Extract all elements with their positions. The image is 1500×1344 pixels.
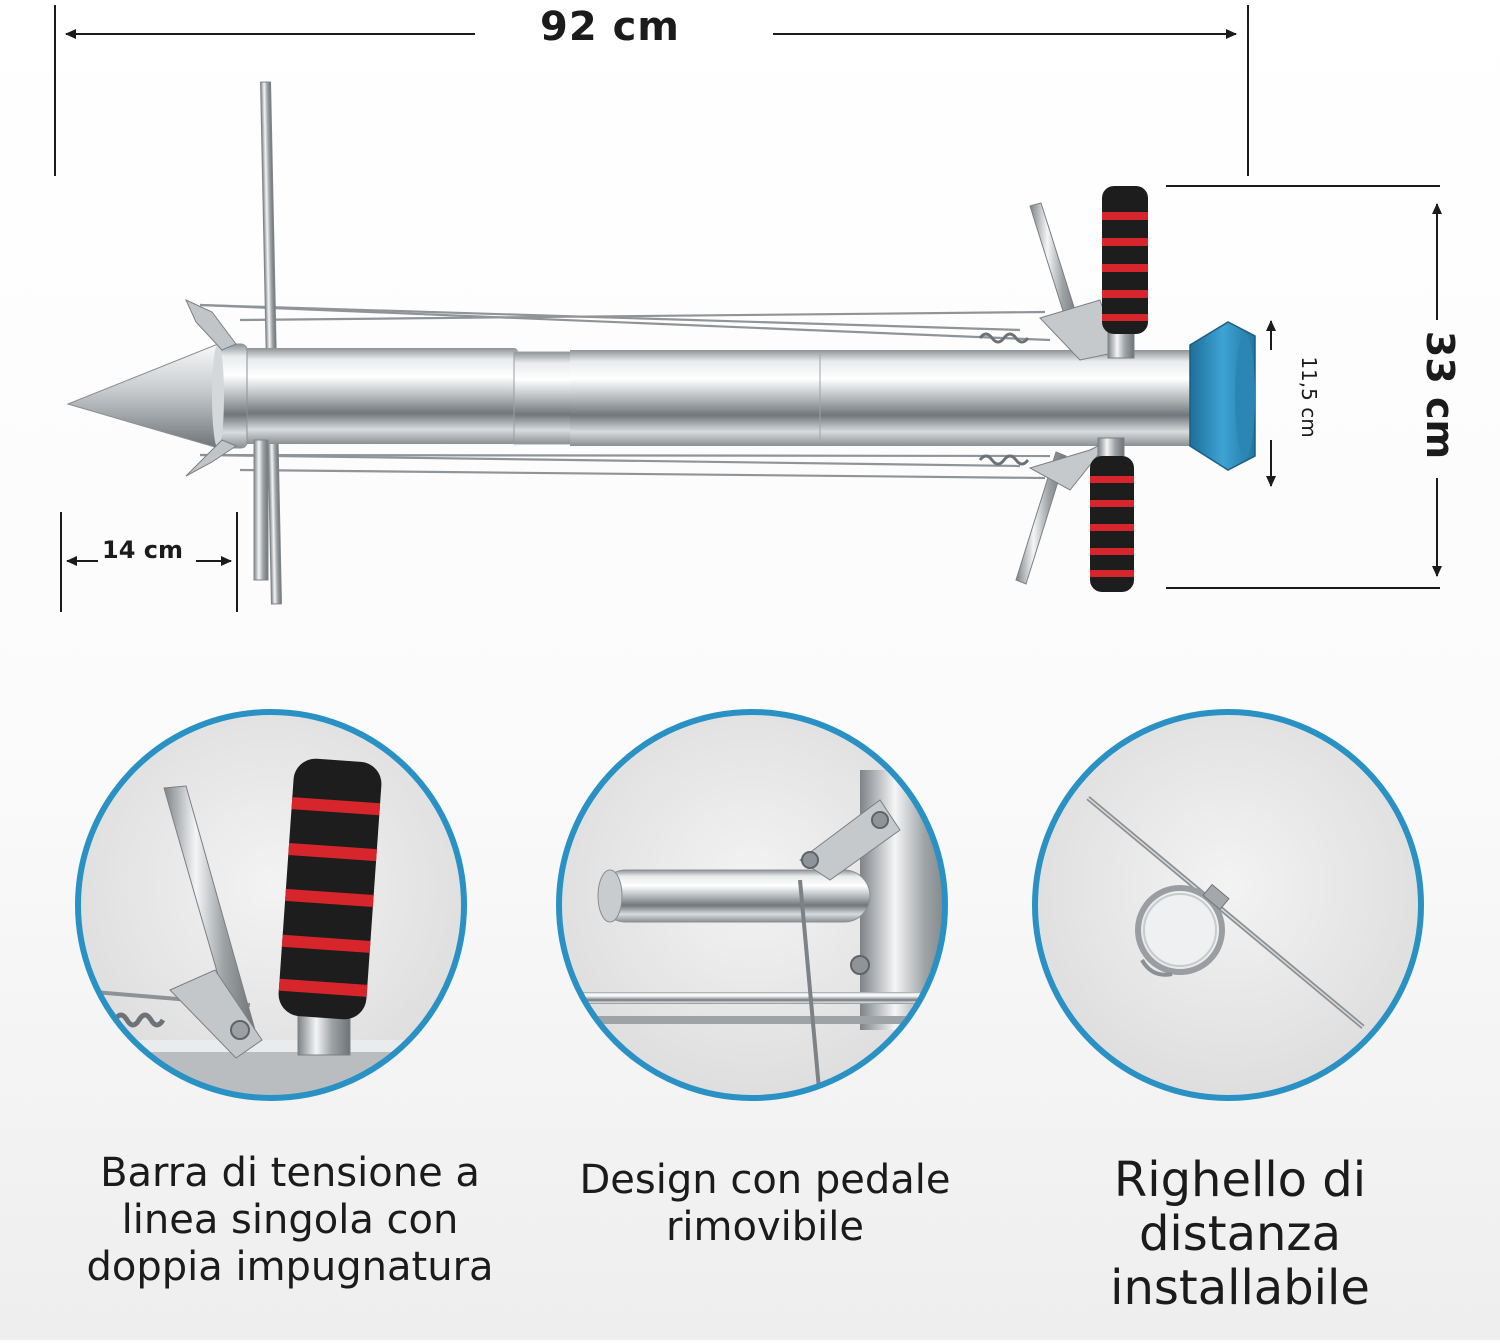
circle-border: [75, 709, 467, 1101]
upper-spring: [978, 332, 1030, 344]
lower-spring: [978, 454, 1030, 466]
mouth-diameter-label: 11,5 cm: [1297, 356, 1321, 438]
tube-coupling: [513, 351, 575, 445]
feature-caption-pedal: Design con pedale rimovibile: [579, 1157, 951, 1250]
upper-grip: [1102, 186, 1148, 334]
front-lower-bracket: [185, 439, 238, 477]
detail-circle-ruler: [1032, 709, 1424, 1101]
detail-circle-handle: [75, 709, 467, 1101]
tube-section-rear: [570, 350, 1200, 446]
feature-caption-ruler: Righello di distanza installabile: [1110, 1152, 1370, 1317]
distance-ruler-rod: [260, 81, 282, 605]
circle-border: [1032, 709, 1424, 1101]
tension-wires: [199, 303, 1051, 480]
planter-tool: [66, 81, 1256, 605]
lower-pedal-rod: [1015, 451, 1067, 585]
cone-length-label: 14 cm: [102, 536, 183, 564]
cone-tip: [66, 343, 219, 449]
front-pedal-stub: [253, 439, 269, 581]
total-length-label: 92 cm: [540, 4, 680, 50]
dimension-lines: [54, 5, 1442, 612]
front-upper-bracket: [184, 298, 237, 351]
feature-caption-handle: Barra di tensione a linea singola con do…: [86, 1150, 494, 1290]
tube-section-front: [232, 348, 518, 444]
height-label: 33 cm: [1418, 330, 1462, 460]
circle-border: [556, 709, 948, 1101]
lower-grip: [1090, 456, 1134, 592]
detail-circle-pedal: [556, 709, 948, 1101]
